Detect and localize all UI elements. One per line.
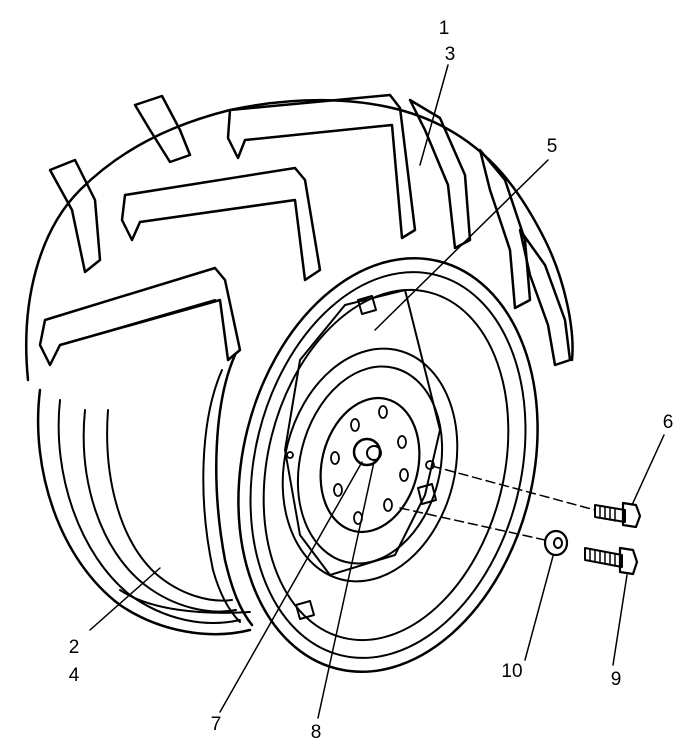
rim-flange [249, 271, 527, 659]
bolt-6 [594, 501, 642, 529]
callout-labels: 1 3 5 6 2 4 10 9 7 8 [69, 18, 674, 743]
disc-plate [284, 289, 441, 576]
bolt-hole [397, 435, 407, 449]
bolt-hole [330, 451, 340, 465]
tread-lug-edge [59, 299, 216, 346]
bolt-thread [589, 548, 616, 567]
washer [543, 529, 569, 557]
callout-9: 9 [611, 669, 622, 690]
callout-3: 3 [445, 44, 456, 65]
rim-barrel [215, 353, 254, 627]
tread-lug [518, 228, 572, 367]
rim-outer-edge [237, 256, 539, 674]
tread-lug [226, 93, 417, 240]
callout-2: 2 [69, 637, 80, 658]
leader-6 [631, 434, 665, 506]
rim-clamp [417, 483, 437, 505]
tread-lug [120, 166, 322, 282]
rim-clamp [295, 600, 315, 620]
bolt-head [618, 546, 639, 576]
assembly-line-6 [431, 465, 596, 511]
tread-lugs [38, 93, 572, 367]
tire-sidewall-outer [36, 388, 252, 636]
callout-6: 6 [663, 412, 674, 433]
clamp-bolt-hole [286, 451, 294, 459]
rim-barrel-lip [202, 369, 241, 623]
callout-8: 8 [311, 722, 322, 743]
rim-barrel-bottom [119, 589, 251, 614]
fasteners [399, 465, 642, 576]
disc-inner-ring-2 [296, 365, 444, 565]
clamp-bolt-hole [425, 460, 435, 470]
tire-sidewall-line-1 [57, 399, 241, 624]
tread-lug [133, 94, 192, 164]
tire-outline [25, 98, 574, 382]
bolt-thread [599, 505, 616, 522]
disc-inner-ring [281, 347, 459, 583]
bolt-9 [584, 546, 639, 576]
bolt-head [621, 501, 642, 529]
rim-inner-flange [262, 288, 510, 642]
wheel-disc [237, 256, 539, 674]
tread-lug [478, 148, 532, 310]
leader-9 [612, 574, 628, 666]
bolt-hole [333, 483, 343, 497]
tread-lug-edge [139, 199, 296, 223]
tread-lug [408, 98, 472, 250]
callout-5: 5 [547, 136, 558, 157]
tread-lug [48, 158, 102, 274]
leader-2-4 [89, 567, 161, 631]
callout-1: 1 [439, 18, 450, 39]
tire [25, 93, 574, 636]
bolt-hole [399, 468, 409, 482]
callout-4: 4 [69, 665, 80, 686]
leader-lines [89, 64, 665, 719]
tire-sidewall-line-3 [106, 409, 233, 602]
bolt-hole [350, 418, 360, 432]
callout-7: 7 [211, 714, 222, 735]
leader-7 [219, 461, 363, 713]
callout-10: 10 [501, 661, 522, 682]
tread-lug-edge [244, 124, 393, 141]
hub-flange [319, 396, 421, 534]
tread-lug [38, 266, 242, 367]
bolt-hole [383, 498, 393, 512]
leader-1-3 [419, 64, 449, 166]
leader-5 [374, 159, 549, 331]
leader-10 [524, 555, 554, 661]
tire-sidewall-line-2 [82, 409, 237, 613]
assembly-line-9 [399, 507, 546, 541]
washer-10 [543, 529, 569, 557]
bolt-hole [378, 405, 388, 419]
washer-hole [553, 537, 563, 549]
rim-clamp [357, 295, 377, 315]
axle-center [366, 445, 382, 461]
bolt-holes [330, 405, 409, 525]
leader-8 [317, 461, 375, 719]
